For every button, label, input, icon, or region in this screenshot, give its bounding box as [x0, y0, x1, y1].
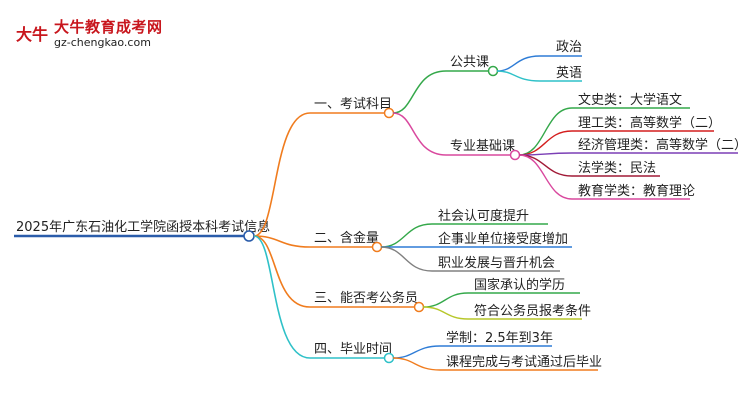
science-connector [518, 130, 573, 156]
politics-connector [496, 55, 541, 72]
logo-glyph: 大牛 [16, 25, 48, 44]
branch2-node-dot [371, 241, 383, 253]
graduation-label: 课程完成与考试通过后毕业 [446, 355, 602, 370]
liberal-arts-label: 文史类：大学语文 [578, 92, 682, 108]
major-course-node-dot [509, 149, 521, 161]
education-label: 教育学类：教育理论 [578, 183, 695, 199]
major-course-label: 专业基础课 [450, 139, 515, 154]
public-course-node-dot [487, 65, 499, 77]
career-connector [380, 246, 433, 272]
root-node-dot [243, 230, 255, 242]
logo-title: 大牛教育成考网 [54, 18, 163, 36]
duration-connector [392, 345, 441, 359]
branch4-connector [253, 235, 311, 359]
law-connector [518, 154, 573, 177]
national-degree-connector [422, 292, 469, 308]
law-label: 法学类：民法 [578, 160, 656, 176]
graduation-connector [392, 357, 441, 371]
recognition-connector [380, 223, 433, 248]
education-connector [518, 154, 573, 200]
english-connector [496, 70, 541, 82]
civil-service-connector [422, 306, 469, 320]
branch3-label: 三、能否考公务员 [314, 290, 418, 306]
public-course-label: 公共课 [450, 55, 489, 70]
major-course-connector [392, 112, 447, 156]
recognition-label: 社会认可度提升 [438, 208, 529, 224]
branch3-connector [253, 235, 311, 308]
career-label: 职业发展与晋升机会 [438, 255, 555, 271]
branch4-label: 四、毕业时间 [314, 342, 392, 357]
branch1-connector [253, 112, 311, 237]
branch2-connector [253, 235, 311, 248]
branch1-label: 一、考试科目 [314, 97, 392, 112]
branch4-node-dot [383, 352, 395, 364]
branch1-node-dot [383, 107, 395, 119]
site-logo[interactable]: 大牛 大牛教育成考网 gz-chengkao.com [14, 14, 164, 54]
duration-label: 学制：2.5年到3年 [446, 330, 553, 346]
public-course-connector [392, 70, 447, 114]
logo-icon: 大牛 [14, 16, 48, 50]
civil-service-label: 符合公务员报考条件 [474, 303, 591, 319]
branch2-label: 二、含金量 [314, 230, 379, 246]
economics-label: 经济管理类：高等数学（二） [578, 137, 747, 153]
politics-label: 政治 [556, 40, 582, 55]
national-degree-label: 国家承认的学历 [474, 277, 565, 293]
root-label: 2025年广东石油化工学院函授本科考试信息 [16, 219, 270, 235]
english-label: 英语 [556, 66, 582, 81]
branch3-node-dot [413, 301, 425, 313]
logo-url: gz-chengkao.com [54, 36, 151, 49]
science-label: 理工类：高等数学（二） [578, 115, 721, 131]
acceptance-label: 企事业单位接受度增加 [438, 231, 568, 247]
